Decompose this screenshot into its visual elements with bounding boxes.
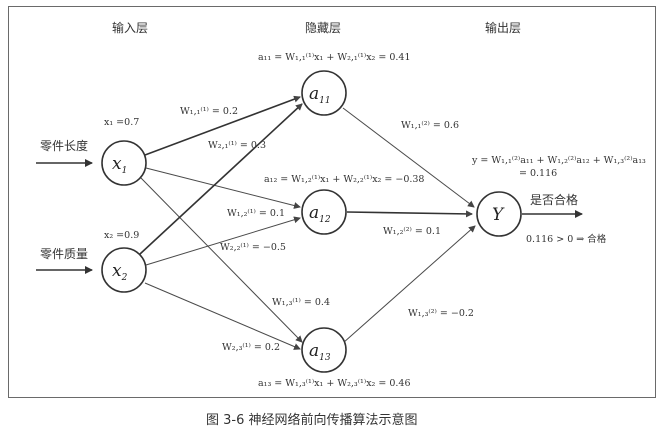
diagram-frame (8, 6, 656, 398)
svg-text:x1: x1 (112, 154, 127, 176)
node-a11-main: a (309, 84, 319, 104)
weight-w13-l1: W₁,₃⁽¹⁾ = 0.4 (272, 297, 330, 308)
weight-w22-l1: W₂,₂⁽¹⁾ = −0.5 (220, 242, 286, 253)
node-a13-main: a (309, 341, 319, 361)
node-a12: a12 (301, 189, 347, 235)
node-a13: a13 (301, 327, 347, 373)
hidden-layer-label: 隐藏层 (305, 21, 341, 35)
equation-y-line1: y = W₁,₁⁽²⁾a₁₁ + W₁,₂⁽²⁾a₁₂ + W₁,₃⁽²⁾a₁₃ (471, 155, 646, 166)
output-decision: 0.116 > 0 ⇒ 合格 (526, 233, 607, 245)
weight-w23-l1: W₂,₃⁽¹⁾ = 0.2 (222, 342, 280, 353)
node-x1-main: x (112, 154, 122, 174)
output-layer-label: 输出层 (485, 20, 521, 35)
node-a12-sub: 12 (319, 215, 331, 225)
weight-w12-l2: W₁,₂⁽²⁾ = 0.1 (383, 226, 441, 237)
edge-a13-y (342, 225, 476, 344)
equation-a11: a₁₁ = W₁,₁⁽¹⁾x₁ + W₂,₁⁽¹⁾x₂ = 0.41 (258, 52, 411, 63)
edge-a11-y (342, 107, 475, 208)
node-x2-sub: 2 (121, 273, 128, 283)
edge-x2-a13 (144, 282, 301, 350)
output-label: 是否合格 (530, 192, 578, 207)
input-x2-label: 零件质量 (40, 247, 88, 261)
weight-w11-l2: W₁,₁⁽²⁾ = 0.6 (401, 120, 459, 131)
svg-text:a12: a12 (309, 203, 331, 225)
svg-text:a13: a13 (309, 341, 331, 363)
edge-x1-a13 (140, 177, 303, 343)
equation-y-line2: = 0.116 (519, 168, 557, 179)
weight-w11-l1: W₁,₁⁽¹⁾ = 0.2 (180, 106, 238, 117)
edge-x2-a12 (145, 216, 301, 266)
x2-value: x₂ =0.9 (104, 230, 139, 241)
node-a13-sub: 13 (319, 353, 331, 363)
edge-x1-a12 (145, 167, 301, 209)
node-x2: x2 (101, 247, 147, 293)
node-a11-sub: 11 (319, 96, 330, 106)
figure-caption: 图 3-6 神经网络前向传播算法示意图 (206, 412, 418, 428)
svg-text:x2: x2 (112, 261, 128, 283)
node-y: Y (476, 191, 522, 237)
node-y-main: Y (492, 205, 505, 225)
input-layer-label: 输入层 (112, 20, 148, 35)
edge-x2-a11 (139, 103, 303, 255)
node-a11: a11 (301, 70, 347, 116)
node-x2-main: x (112, 261, 122, 281)
node-a12-main: a (309, 203, 319, 223)
x1-value: x₁ =0.7 (104, 117, 139, 128)
weight-w13-l2: W₁,₃⁽²⁾ = −0.2 (408, 308, 474, 319)
edge-x1-a11 (144, 95, 301, 156)
equation-a13: a₁₃ = W₁,₃⁽¹⁾x₁ + W₂,₃⁽¹⁾x₂ = 0.46 (258, 378, 411, 389)
edge-a12-y (346, 210, 473, 218)
node-x1-sub: 1 (122, 166, 128, 176)
weight-w21-l1: W₂,₁⁽¹⁾ = 0.3 (208, 140, 266, 151)
svg-text:a11: a11 (309, 84, 331, 106)
input-x1-label: 零件长度 (40, 138, 88, 153)
weight-w12-l1: W₁,₂⁽¹⁾ = 0.1 (227, 208, 285, 219)
equation-a12: a₁₂ = W₁,₂⁽¹⁾x₁ + W₂,₂⁽¹⁾x₂ = −0.38 (264, 174, 424, 185)
node-x1: x1 (101, 140, 147, 186)
